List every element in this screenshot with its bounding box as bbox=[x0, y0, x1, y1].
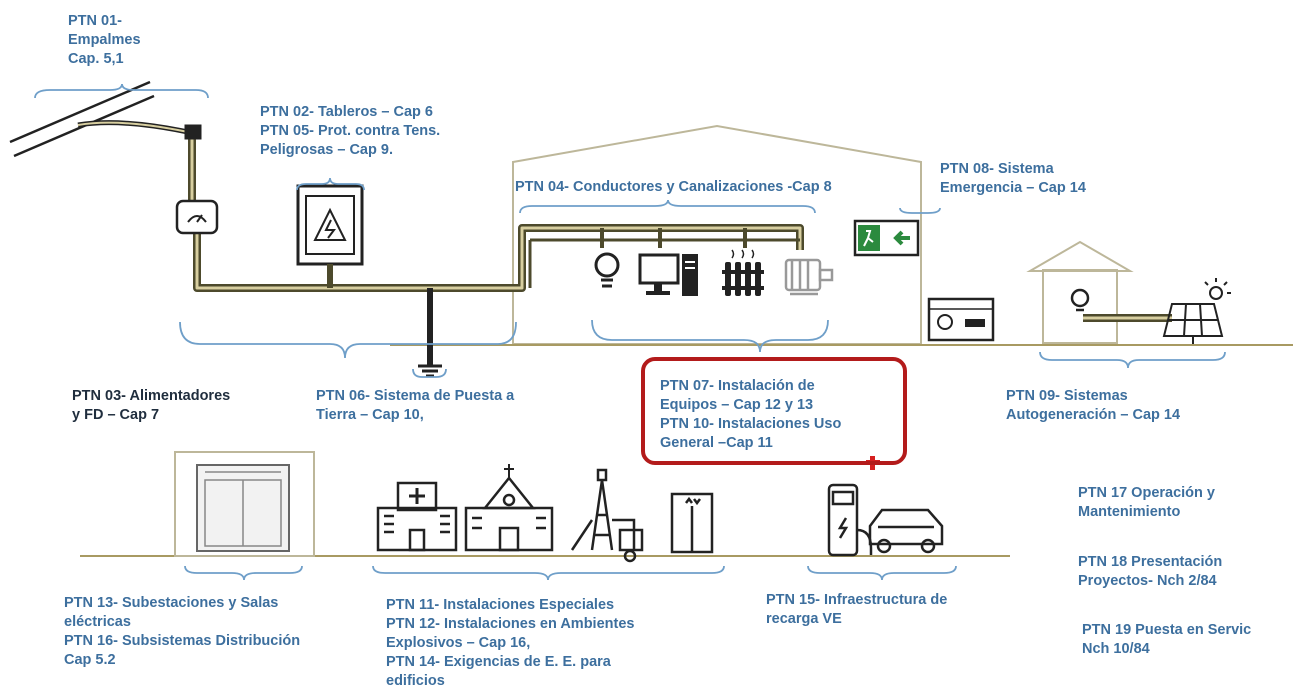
mine-icon bbox=[570, 468, 644, 563]
hospital-icon bbox=[376, 481, 458, 552]
brace-ptn02 bbox=[296, 177, 365, 191]
solar-panel-icon bbox=[1162, 278, 1231, 344]
highlight-box bbox=[641, 357, 907, 465]
brace-ptn04 bbox=[519, 199, 816, 214]
heater-icon bbox=[722, 249, 764, 296]
exit-sign-icon bbox=[853, 219, 920, 257]
ground-rod-icon bbox=[418, 288, 442, 378]
computer-icon bbox=[638, 253, 698, 296]
brace-ptn06 bbox=[412, 368, 447, 378]
power-line-icon bbox=[9, 80, 202, 158]
brace-ptn15 bbox=[807, 565, 957, 581]
generator-icon bbox=[927, 297, 995, 342]
brace-ptn13 bbox=[184, 565, 303, 581]
brace-ptn09 bbox=[1039, 351, 1226, 369]
elevator-icon bbox=[670, 492, 714, 554]
brace-ptn01 bbox=[34, 83, 209, 99]
label-ptn15: PTN 15- Infraestructura de recarga VE bbox=[766, 592, 948, 627]
main-cable bbox=[188, 135, 1172, 322]
motor-icon bbox=[784, 258, 834, 296]
church-icon bbox=[464, 464, 554, 552]
label-ptn09: PTN 09- Sistemas Autogeneración – Cap 14 bbox=[1006, 388, 1181, 423]
label-ptn18: PTN 18 Presentación Proyectos- Nch 2/84 bbox=[1078, 554, 1223, 589]
label-ptn06: PTN 06- Sistema de Puesta a Tierra – Cap… bbox=[316, 388, 515, 423]
brace-ptn07 bbox=[591, 319, 829, 353]
braces bbox=[34, 83, 1226, 581]
label-ptn08: PTN 08- Sistema Emergencia – Cap 14 bbox=[940, 161, 1086, 196]
label-ptn01: PTN 01- Empalmes Cap. 5,1 bbox=[68, 13, 141, 67]
substation-icon bbox=[174, 451, 315, 557]
house-bulb-icon bbox=[1070, 288, 1090, 312]
label-ptn07: PTN 07- Instalación de Equipos – Cap 12 … bbox=[660, 378, 842, 451]
electrical-panel-icon bbox=[296, 184, 364, 288]
label-ptn04: PTN 04- Conductores y Canalizaciones -Ca… bbox=[515, 179, 832, 195]
brace-ptn03 bbox=[179, 321, 517, 359]
brace-ptn08 bbox=[899, 207, 941, 214]
bulb-icon bbox=[594, 252, 620, 288]
house-icon bbox=[1026, 240, 1134, 344]
label-ptn02: PTN 02- Tableros – Cap 6 PTN 05- Prot. c… bbox=[260, 104, 441, 158]
label-ptn11: PTN 11- Instalaciones Especiales PTN 12-… bbox=[386, 597, 635, 689]
label-ptn17: PTN 17 Operación y Mantenimiento bbox=[1078, 485, 1215, 520]
brace-ptn11 bbox=[372, 565, 725, 581]
warehouse-outline bbox=[512, 124, 922, 345]
meter-icon bbox=[175, 199, 219, 235]
label-ptn13: PTN 13- Subestaciones y Salas eléctricas… bbox=[64, 595, 301, 668]
ev-charger-icon bbox=[827, 483, 873, 557]
car-icon bbox=[868, 508, 944, 554]
label-ptn19: PTN 19 Puesta en Servic Nch 10/84 bbox=[1082, 622, 1252, 657]
label-ptn03: PTN 03- Alimentadores y FD – Cap 7 bbox=[72, 388, 231, 423]
